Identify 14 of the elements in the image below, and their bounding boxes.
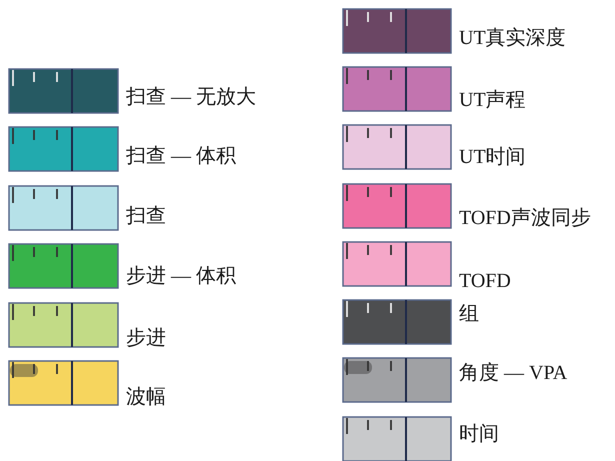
legend-label: 角度 — VPA xyxy=(459,361,568,385)
legend-label: UT真实深度 xyxy=(459,26,566,50)
legend-label: 扫查 xyxy=(126,204,166,228)
legend-label: 波幅 xyxy=(126,385,166,409)
legend-label: 组 xyxy=(459,302,479,326)
legend-label: 步进 — 体积 xyxy=(126,264,236,288)
legend-label: 步进 xyxy=(126,326,166,350)
legend-label: 时间 xyxy=(459,422,499,446)
legend-label: TOFD xyxy=(459,269,511,293)
legend-label: UT声程 xyxy=(459,88,526,112)
legend-label: UT时间 xyxy=(459,145,526,169)
legend-label: 扫查 — 无放大 xyxy=(126,85,256,109)
legend-label: 扫查 — 体积 xyxy=(126,144,236,168)
legend-label: TOFD声波同步 xyxy=(459,206,591,230)
